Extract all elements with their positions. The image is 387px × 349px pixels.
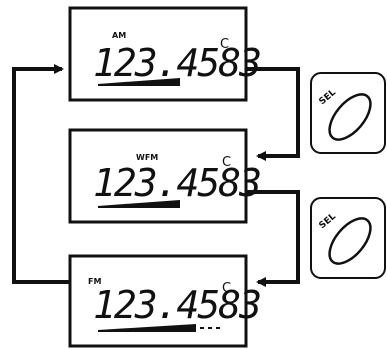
- frequency-readout: 123.4583: [93, 41, 260, 85]
- arrow-wfm-to-fm: [247, 190, 300, 287]
- indicator-label: C: [222, 281, 231, 296]
- signal-bar: [98, 78, 180, 86]
- frequency-readout: 123.4583: [93, 283, 260, 327]
- arrow-fm-to-am: [12, 64, 70, 284]
- display-am: AM 123.4583 C: [68, 6, 262, 102]
- display-fm: FM 123.4583 C: [68, 254, 262, 348]
- knob-icon: [328, 93, 372, 141]
- display-wfm: WFM 123.4583 C: [68, 128, 262, 224]
- sel-button-frame: [310, 197, 386, 279]
- mode-label: AM: [112, 31, 126, 40]
- sel-button[interactable]: SEL: [310, 72, 386, 154]
- indicator-label: C: [222, 155, 231, 170]
- signal-bar: [98, 200, 180, 208]
- frequency-readout: 123.4583: [93, 161, 260, 205]
- mode-label: FM: [88, 277, 101, 286]
- arrow-am-to-wfm: [247, 67, 300, 161]
- knob-icon: [328, 217, 372, 265]
- signal-bar: [98, 324, 220, 332]
- sel-button-frame: [310, 72, 386, 154]
- sel-button[interactable]: SEL: [310, 197, 386, 279]
- mode-label: WFM: [136, 153, 158, 162]
- connector-lines: [12, 64, 300, 287]
- indicator-label: C: [220, 37, 229, 52]
